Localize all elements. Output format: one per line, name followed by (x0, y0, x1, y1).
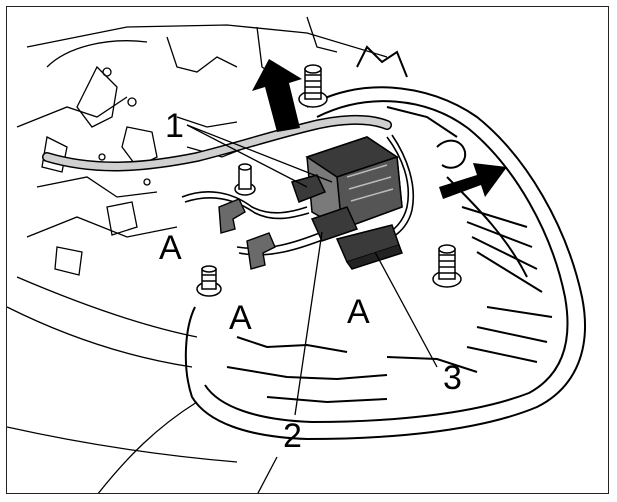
leader-lines (186, 124, 438, 416)
wire-leads (181, 134, 415, 256)
callout-a-right: A (347, 293, 370, 331)
leader-2 (294, 231, 323, 416)
leader-3 (374, 251, 438, 368)
connector-block (291, 136, 403, 270)
stud-top (298, 64, 328, 108)
leader-1 (186, 124, 308, 188)
diagram-frame: 1 2 3 A A A (6, 6, 609, 494)
connector-plug-1 (291, 174, 327, 203)
lift-arrow-icon (252, 59, 302, 132)
retaining-clips (218, 198, 276, 270)
mounting-studs (196, 64, 462, 297)
callout-a-middle: A (229, 299, 252, 337)
callout-1: 1 (165, 107, 184, 145)
callout-2: 2 (283, 417, 302, 455)
stud-left (196, 265, 222, 297)
connector-plug-2 (310, 206, 359, 242)
callout-3: 3 (443, 359, 462, 397)
tail-lamp-illustration: 1 2 3 A A A (7, 16, 586, 493)
stud-right (432, 244, 462, 288)
clip-lower (246, 232, 276, 270)
leader-1b (186, 124, 333, 183)
body-panel (7, 16, 388, 493)
clip-upper (218, 198, 246, 234)
stud-upper-left (234, 163, 256, 196)
pull-arrow-icon (439, 163, 507, 199)
callout-a-left: A (159, 229, 182, 267)
